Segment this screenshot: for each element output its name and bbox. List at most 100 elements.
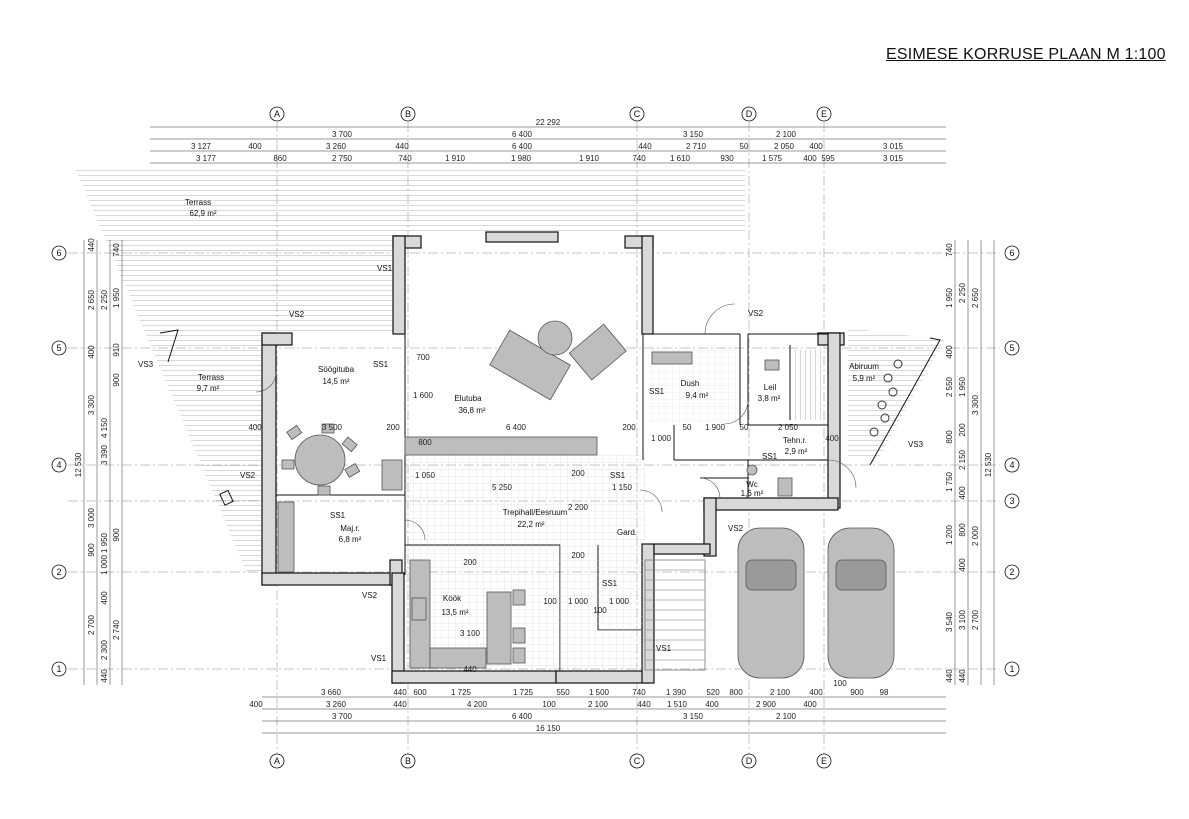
room-name-dining: Söögituba bbox=[318, 365, 355, 374]
dim-left-r2: 1 950 bbox=[100, 532, 109, 553]
axis-label-1-right: 1 bbox=[1009, 664, 1014, 674]
room-labels: Terrass 62,9 m² Terrass 9,7 m² Söögituba… bbox=[185, 198, 879, 617]
room-area-terrace-small: 9,7 m² bbox=[197, 384, 220, 393]
dim-left-r2: 400 bbox=[100, 591, 109, 605]
dim-top-r1: 3 700 bbox=[332, 130, 353, 139]
dimension-lines bbox=[83, 126, 995, 734]
dim-right-r2: 200 bbox=[958, 423, 967, 437]
room-name-wardrobe: Gard. bbox=[617, 528, 637, 537]
dim-right-r2: 740 bbox=[945, 243, 954, 257]
dim-inner: 200 bbox=[571, 469, 585, 478]
axis-label-5-left: 5 bbox=[56, 343, 61, 353]
window-door-codes: VS1 VS2 VS3 SS1 VS2 SS1 VS2 VS1 SS1 VS2 … bbox=[138, 264, 924, 663]
axis-label-1-left: 1 bbox=[56, 664, 61, 674]
dim-top-r3: 400 bbox=[803, 154, 817, 163]
dim-bottom-r1: 2 100 bbox=[770, 688, 791, 697]
dim-inner: 2 050 bbox=[778, 423, 799, 432]
dim-right-r2: 800 bbox=[958, 523, 967, 537]
axis-label-2-left: 2 bbox=[56, 567, 61, 577]
room-area-shower: 9,4 m² bbox=[686, 391, 709, 400]
dim-left-r1: 440 bbox=[100, 669, 109, 683]
dim-left-r1: 2 700 bbox=[87, 614, 96, 635]
axis-label-e-top: E bbox=[821, 109, 827, 119]
dim-top-r3: 930 bbox=[720, 154, 734, 163]
dim-top-r3: 1 575 bbox=[762, 154, 783, 163]
dim-bottom-r3: 6 400 bbox=[512, 712, 533, 721]
dim-left-r2: 910 bbox=[112, 343, 121, 357]
room-area-storage: 5,9 m² bbox=[853, 374, 876, 383]
dim-bottom-r1: 98 bbox=[880, 688, 889, 697]
room-area-wc: 1,6 m² bbox=[741, 489, 764, 498]
room-name-living: Elutuba bbox=[454, 394, 482, 403]
room-name-technical: Tehn.r. bbox=[783, 436, 807, 445]
car-right bbox=[827, 527, 895, 679]
axis-label-3-right: 3 bbox=[1009, 496, 1014, 506]
door-swings bbox=[255, 303, 857, 541]
dim-inner: 800 bbox=[418, 438, 432, 447]
axis-labels: A B C D E A B C D E 6 5 4 2 1 6 5 4 3 2 … bbox=[56, 109, 1014, 766]
room-name-storage: Abiruum bbox=[849, 362, 879, 371]
dim-bottom-r2: 100 bbox=[542, 700, 556, 709]
room-name-wc: Wc bbox=[746, 480, 758, 489]
code-vs2: VS2 bbox=[240, 471, 256, 480]
room-area-sauna: 3,8 m² bbox=[758, 394, 781, 403]
dim-bottom-r1: 520 bbox=[706, 688, 720, 697]
code-ss1: SS1 bbox=[373, 360, 389, 369]
dim-inner: 100 bbox=[543, 597, 557, 606]
dim-top-r1: 2 100 bbox=[776, 130, 797, 139]
room-name-kitchen: Köök bbox=[443, 594, 462, 603]
dim-inner: 50 bbox=[683, 423, 692, 432]
dimension-values-vertical: 12 530 440 2 650 400 3 300 3 390 3 000 1… bbox=[74, 238, 993, 683]
room-area-terrace-large: 62,9 m² bbox=[189, 209, 216, 218]
dim-right-r3: 3 300 bbox=[971, 394, 980, 415]
dim-inner: 1 000 bbox=[609, 597, 630, 606]
dim-inner: 5 250 bbox=[492, 483, 513, 492]
dim-bottom-r2: 2 100 bbox=[588, 700, 609, 709]
dim-bottom-r3: 3 700 bbox=[332, 712, 353, 721]
dim-bottom-r1: 550 bbox=[556, 688, 570, 697]
dim-bottom-r2: 440 bbox=[393, 700, 407, 709]
dim-bottom-r1: 800 bbox=[729, 688, 743, 697]
dim-top-r2: 3 127 bbox=[191, 142, 212, 151]
code-vs3: VS3 bbox=[908, 440, 924, 449]
dim-bottom-r1: 900 bbox=[850, 688, 864, 697]
dim-top-r3: 2 750 bbox=[332, 154, 353, 163]
dim-top-r2: 400 bbox=[248, 142, 262, 151]
dim-top-r3: 1 610 bbox=[670, 154, 691, 163]
code-vs2: VS2 bbox=[728, 524, 744, 533]
dim-right-r1: 2 550 bbox=[945, 376, 954, 397]
code-ss1: SS1 bbox=[602, 579, 618, 588]
axis-label-4-right: 4 bbox=[1009, 460, 1014, 470]
terrace-hatching bbox=[76, 170, 944, 575]
dim-right-r1: 1 950 bbox=[945, 287, 954, 308]
dim-right-r3: 2 000 bbox=[971, 525, 980, 546]
dim-left-r2: 4 150 bbox=[100, 417, 109, 438]
dim-top-r3: 3 015 bbox=[883, 154, 904, 163]
dim-right-r1: 1 200 bbox=[945, 524, 954, 545]
code-vs1: VS1 bbox=[371, 654, 387, 663]
dim-left-r1: 2 650 bbox=[87, 289, 96, 310]
dim-inner: 1 150 bbox=[612, 483, 633, 492]
dim-right-r1: 440 bbox=[945, 669, 954, 683]
dim-inner: 1 000 bbox=[651, 434, 672, 443]
axis-bubbles bbox=[51, 106, 1020, 769]
dim-left-r1: 400 bbox=[87, 345, 96, 359]
dim-inner: 100 bbox=[833, 679, 847, 688]
dim-right-outer: 12 530 bbox=[984, 452, 993, 477]
dim-inner: 200 bbox=[571, 551, 585, 560]
dim-top-r1: 6 400 bbox=[512, 130, 533, 139]
axis-label-5-right: 5 bbox=[1009, 343, 1014, 353]
drawing-title: ESIMESE KORRUSE PLAAN M 1:100 bbox=[886, 46, 1166, 63]
axis-label-c-top: C bbox=[634, 109, 641, 119]
terrace-edge bbox=[159, 329, 941, 506]
room-area-hallway: 22,2 m² bbox=[517, 520, 544, 529]
dim-left-outer: 12 530 bbox=[74, 452, 83, 477]
code-vs2: VS2 bbox=[748, 309, 764, 318]
dim-left-r1: 3 390 bbox=[100, 444, 109, 465]
dim-top-r1: 3 150 bbox=[683, 130, 704, 139]
dim-top-r2: 2 050 bbox=[774, 142, 795, 151]
dim-bottom-r2: 3 260 bbox=[326, 700, 347, 709]
dim-inner: 700 bbox=[416, 353, 430, 362]
dim-right-r1: 3 540 bbox=[945, 611, 954, 632]
parked-cars bbox=[737, 527, 895, 679]
